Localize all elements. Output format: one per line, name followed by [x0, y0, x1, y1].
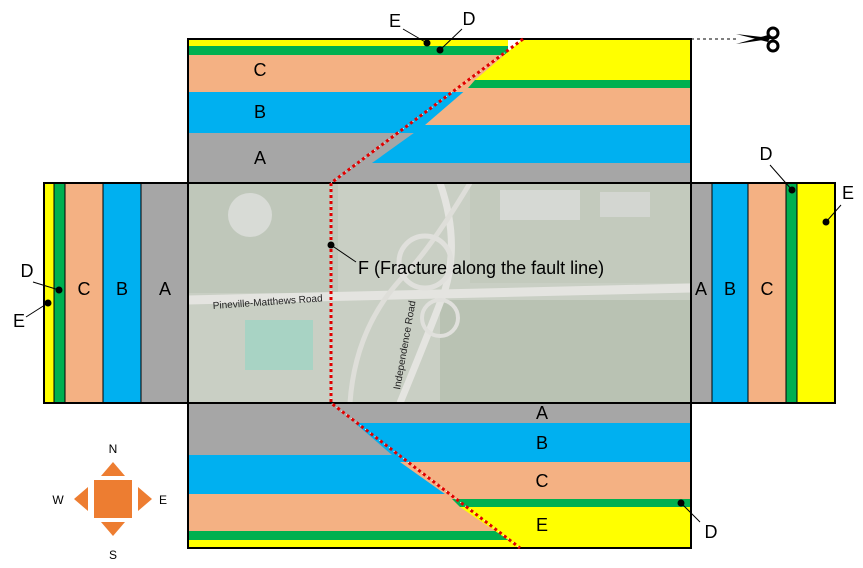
scissors-icon — [736, 26, 780, 53]
sports-field — [245, 320, 313, 370]
leader-top-E — [402, 28, 428, 44]
left-label-C: C — [78, 279, 91, 299]
ramp-road — [347, 181, 473, 404]
bottom-label-A: A — [536, 403, 548, 423]
fault-line-highlight — [330, 38, 524, 549]
south-arrow-icon — [101, 522, 125, 536]
callout-top-D: D — [463, 9, 476, 29]
leader-left-E — [25, 302, 49, 318]
layer-B — [712, 183, 748, 403]
compass-south: S — [109, 548, 117, 562]
leader-right-E — [825, 204, 842, 223]
layer-A — [331, 163, 691, 183]
map-border — [187, 182, 692, 404]
marker-left-D — [55, 286, 63, 294]
layer-E — [44, 183, 54, 403]
layer-D — [786, 183, 797, 403]
fault-caption: F (Fracture along the fault line) — [358, 258, 604, 278]
compass-east: E — [159, 493, 167, 507]
right-label-B: B — [724, 279, 736, 299]
top-label-C: C — [254, 60, 267, 80]
compass-north: N — [109, 442, 118, 456]
layer-E — [188, 540, 528, 548]
callout-bottom-D: D — [705, 522, 718, 542]
compass-west: W — [52, 493, 64, 507]
layer-A — [691, 183, 712, 403]
east-arrow-icon — [138, 487, 152, 511]
marker-right-D — [788, 186, 796, 194]
layer-D — [468, 80, 691, 88]
compass-rose: N S E W — [52, 442, 167, 562]
layer-C — [425, 88, 691, 125]
right-flap: A B C — [690, 182, 836, 404]
callout-left-D: D — [21, 261, 34, 281]
layer-E — [460, 507, 691, 548]
west-arrow-icon — [74, 487, 88, 511]
layer-B — [355, 423, 691, 462]
layer-B — [103, 183, 141, 403]
right-label-A: A — [695, 279, 707, 299]
map-area-southeast — [440, 300, 691, 403]
right-label-C: C — [761, 279, 774, 299]
leader-right-D — [769, 164, 793, 191]
top-label-B: B — [254, 102, 266, 122]
layer-B — [372, 125, 691, 163]
marker-top-D — [436, 46, 444, 54]
left-label-A: A — [159, 279, 171, 299]
map-panel: Pineville-Matthews Road Independence Roa… — [187, 181, 692, 405]
marker-left-E — [44, 299, 52, 307]
marker-right-E — [822, 218, 830, 226]
layer-E — [797, 183, 835, 403]
layer-A — [141, 183, 188, 403]
layer-C — [748, 183, 786, 403]
left-flap: C B A — [43, 182, 189, 404]
map-building — [600, 192, 650, 217]
compass-center — [94, 480, 132, 518]
pineville-matthews-road — [187, 283, 692, 305]
callout-right-D: D — [760, 144, 773, 164]
interchange-loop — [396, 233, 454, 291]
layer-C — [65, 183, 103, 403]
layer-E — [188, 39, 508, 46]
top-label-A: A — [254, 148, 266, 168]
callout-right-E: E — [842, 183, 854, 203]
bottom-label-B: B — [536, 433, 548, 453]
fault-leader — [330, 244, 357, 263]
leader-bottom-D — [680, 502, 701, 523]
layer-A — [331, 403, 691, 423]
interchange-loop — [420, 298, 460, 338]
bottom-label-C: C — [536, 471, 549, 491]
layer-D — [188, 531, 528, 540]
bottom-label-E: E — [536, 515, 548, 535]
marker-top-E — [423, 39, 431, 47]
map-building — [500, 190, 580, 220]
bottom-flap: A B C E — [187, 402, 692, 549]
top-flap: C B A — [187, 38, 692, 184]
callout-top-E: E — [389, 11, 401, 31]
map-feature — [228, 193, 272, 237]
callout-left-E: E — [13, 311, 25, 331]
north-arrow-icon — [101, 462, 125, 476]
left-label-B: B — [116, 279, 128, 299]
leader-top-D — [439, 28, 463, 51]
layer-E — [475, 39, 691, 80]
layer-C — [400, 462, 691, 499]
layer-D — [452, 499, 691, 507]
leader-left-D — [32, 281, 60, 291]
layer-D — [188, 46, 508, 55]
layer-C — [188, 55, 508, 92]
